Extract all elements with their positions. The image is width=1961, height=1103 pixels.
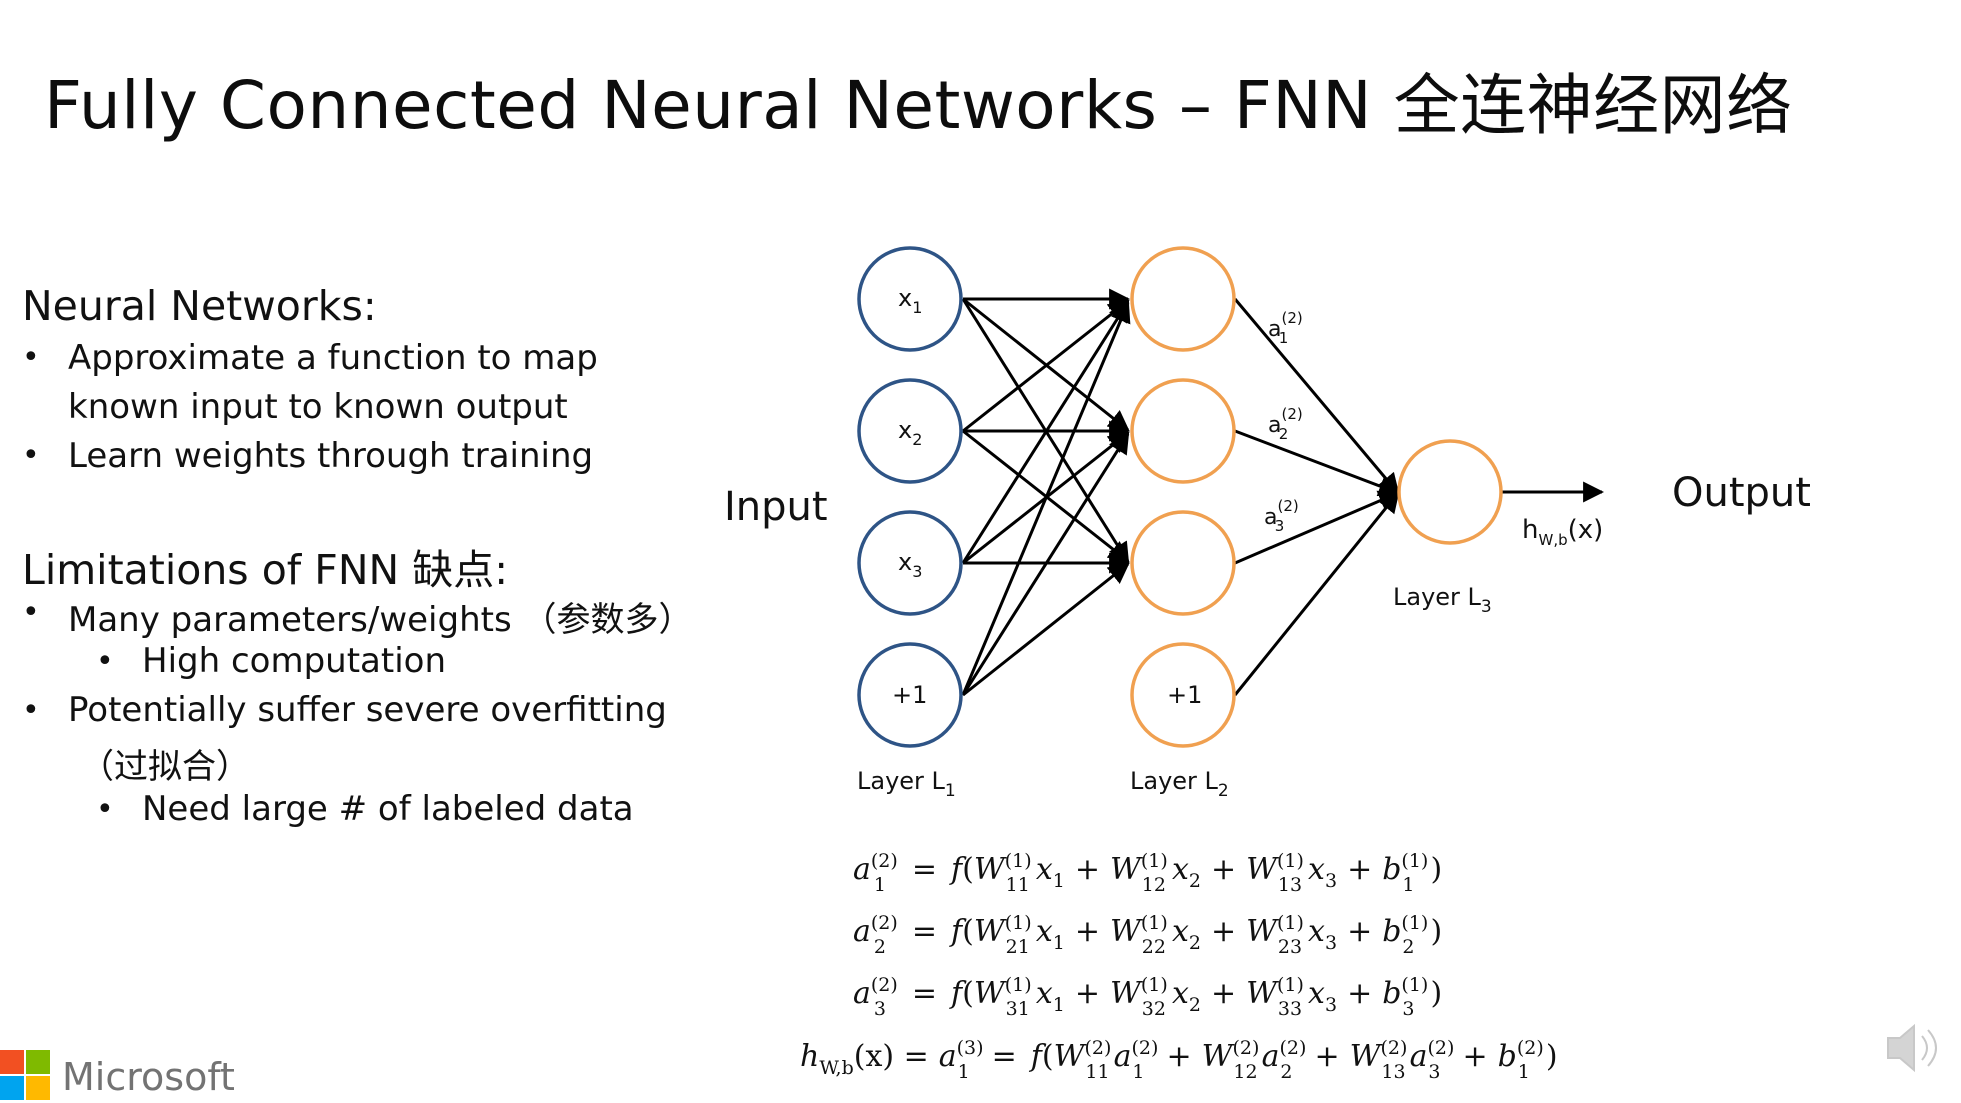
- activation-label-3: a(2)3: [1264, 497, 1299, 535]
- node-label-x3: x3: [898, 548, 922, 581]
- layer-label-1: Layer L1: [857, 767, 956, 801]
- logo-square-red: [0, 1050, 24, 1074]
- logo-square-green: [26, 1050, 50, 1074]
- limitation-bullet-1: Many parameters/weights （参数多）: [68, 600, 693, 640]
- slide-title: Fully Connected Neural Networks – FNN 全连…: [44, 67, 1793, 144]
- layer1-nodes: [857, 246, 963, 748]
- limitation-bullet-2: Potentially suffer severe overfitting: [68, 690, 667, 730]
- edge: [961, 432, 1130, 696]
- hypothesis-label: hW,b(x): [1522, 515, 1603, 549]
- edge: [961, 301, 1131, 696]
- nn-bullet-1: Approximate a function to map: [68, 338, 598, 378]
- nn-bullet-2: Learn weights through training: [68, 436, 594, 476]
- microsoft-logo: Microsoft: [0, 1050, 235, 1100]
- edge: [1233, 491, 1400, 696]
- activation-label-2: a(2)2: [1268, 405, 1303, 443]
- output-node: [1397, 439, 1503, 545]
- input-label: Input: [724, 484, 828, 530]
- neural-networks-heading: Neural Networks:: [22, 282, 377, 330]
- limitation-bullet-2-continued: （过拟合）: [80, 747, 250, 787]
- node-label-x1: x1: [898, 284, 922, 317]
- layer-label-2: Layer L2: [1130, 767, 1229, 801]
- bullet-dot: •: [22, 693, 40, 728]
- speaker-icon[interactable]: [1887, 1023, 1937, 1073]
- node-label-bias1: +1: [892, 681, 927, 709]
- edge: [961, 300, 1130, 564]
- edge: [1234, 429, 1400, 497]
- hidden-bias-node: [1130, 642, 1236, 748]
- bullet-dot: •: [22, 340, 40, 375]
- node-label-x2: x2: [898, 416, 922, 449]
- bullet-dot: •: [96, 644, 114, 679]
- hidden-node-2: [1130, 378, 1236, 484]
- input-node-x2: [857, 378, 963, 484]
- bullet-dot: •: [96, 792, 114, 827]
- edge: [962, 562, 1130, 697]
- hidden-node-3: [1130, 510, 1236, 616]
- limitations-heading: Limitations of FNN 缺点:: [22, 546, 509, 594]
- input-bias-node: [857, 642, 963, 748]
- edge: [1234, 490, 1400, 565]
- hidden-node-1: [1130, 246, 1236, 352]
- input-node-x3: [857, 510, 963, 616]
- edge: [1233, 298, 1400, 495]
- activation-label-1: a(2)1: [1268, 309, 1303, 347]
- layer2-nodes: [1130, 246, 1236, 748]
- bullet-dot: •: [22, 595, 40, 630]
- nn-bullet-1-continued: known input to known output: [68, 387, 568, 427]
- limitation-subbullet-1: High computation: [142, 641, 446, 681]
- logo-square-blue: [0, 1076, 24, 1100]
- bullet-dot: •: [22, 438, 40, 473]
- output-label: Output: [1672, 470, 1811, 516]
- logo-square-yellow: [26, 1076, 50, 1100]
- edge: [962, 299, 1130, 433]
- logo-wordmark: Microsoft: [62, 1055, 235, 1099]
- layer-label-3: Layer L3: [1393, 583, 1492, 617]
- input-node-x1: [857, 246, 963, 352]
- node-label-bias2: +1: [1167, 681, 1202, 709]
- limitation-subbullet-2: Need large # of labeled data: [142, 789, 634, 829]
- edges: [961, 288, 1605, 697]
